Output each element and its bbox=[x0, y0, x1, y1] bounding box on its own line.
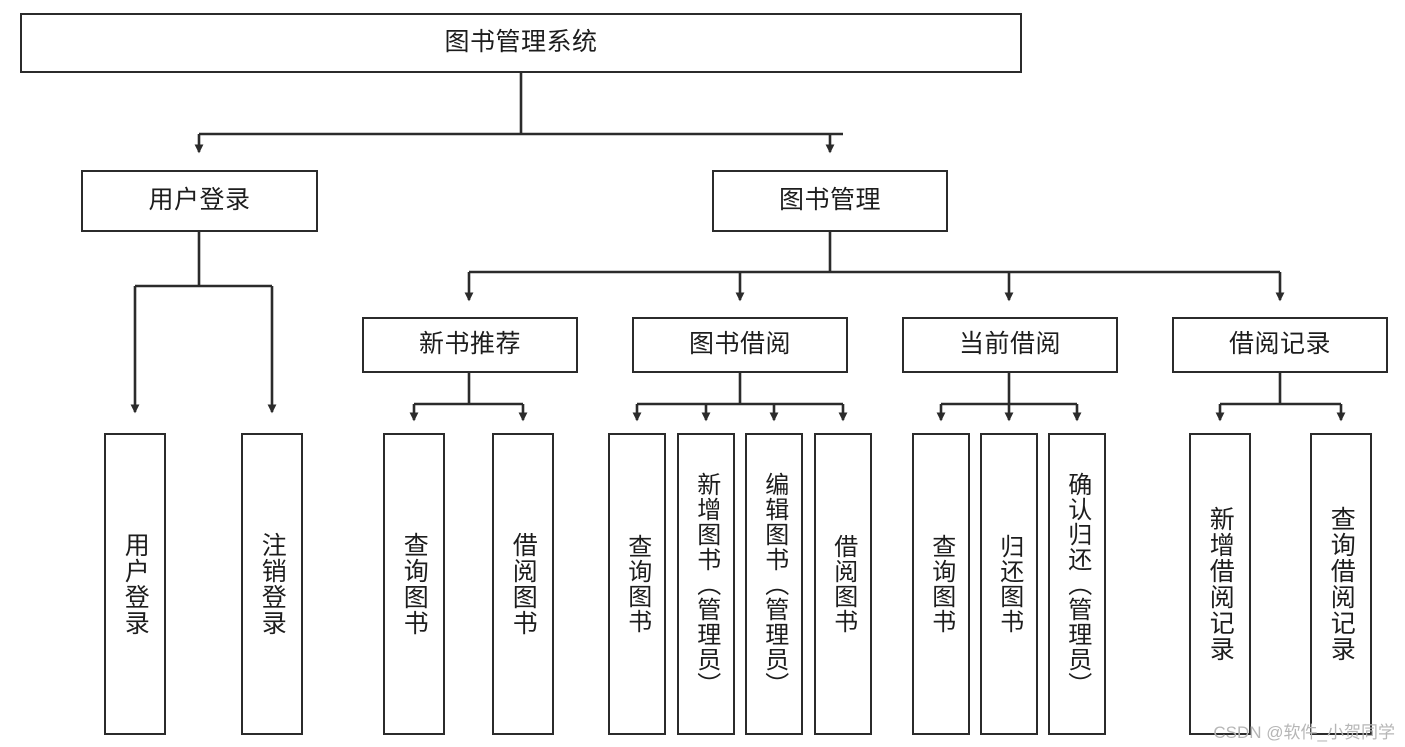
node-leaf-add-book-admin-label: 新增图书（管理员） bbox=[692, 471, 720, 697]
node-leaf-query-book-label: 查询图书 bbox=[623, 534, 651, 634]
node-leaf-confirm-return-admin-label: 确认归还（管理员） bbox=[1063, 471, 1091, 697]
node-leaf-query-borrow-record[interactable]: 查询借阅记录 bbox=[1310, 433, 1372, 735]
node-leaf-edit-book-admin-label: 编辑图书（管理员） bbox=[760, 471, 788, 697]
node-leaf-edit-book-admin[interactable]: 编辑图书（管理员） bbox=[745, 433, 803, 735]
node-user-login-label: 用户登录 bbox=[148, 186, 251, 215]
node-current-borrow[interactable]: 当前借阅 bbox=[902, 317, 1118, 373]
node-leaf-user-login-label: 用户登录 bbox=[121, 532, 150, 636]
node-leaf-add-borrow-record[interactable]: 新增借阅记录 bbox=[1189, 433, 1251, 735]
node-leaf-confirm-return-admin[interactable]: 确认归还（管理员） bbox=[1048, 433, 1106, 735]
node-leaf-return-book-label: 归还图书 bbox=[995, 534, 1023, 634]
node-leaf-user-login[interactable]: 用户登录 bbox=[104, 433, 166, 735]
node-root-system-label: 图书管理系统 bbox=[444, 28, 598, 57]
node-leaf-borrow-book-recommend[interactable]: 借阅图书 bbox=[492, 433, 554, 735]
node-leaf-query-book[interactable]: 查询图书 bbox=[608, 433, 666, 735]
node-new-book-recommend[interactable]: 新书推荐 bbox=[362, 317, 578, 373]
node-leaf-borrow-book[interactable]: 借阅图书 bbox=[814, 433, 872, 735]
node-book-management-label: 图书管理 bbox=[778, 186, 881, 215]
node-leaf-logout-label: 注销登录 bbox=[258, 532, 287, 636]
node-leaf-borrow-book-label: 借阅图书 bbox=[829, 534, 857, 634]
node-book-borrow-label: 图书借阅 bbox=[688, 330, 791, 359]
node-borrow-records[interactable]: 借阅记录 bbox=[1172, 317, 1388, 373]
node-leaf-query-book-recommend-label: 查询图书 bbox=[400, 532, 429, 636]
node-leaf-query-book-current[interactable]: 查询图书 bbox=[912, 433, 970, 735]
node-book-borrow[interactable]: 图书借阅 bbox=[632, 317, 848, 373]
node-new-book-recommend-label: 新书推荐 bbox=[418, 330, 521, 359]
node-leaf-query-book-recommend[interactable]: 查询图书 bbox=[383, 433, 445, 735]
csdn-watermark: CSDN @软件_小贺同学 bbox=[1213, 723, 1395, 742]
node-current-borrow-label: 当前借阅 bbox=[958, 330, 1061, 359]
node-borrow-records-label: 借阅记录 bbox=[1228, 330, 1331, 359]
node-book-management[interactable]: 图书管理 bbox=[712, 170, 948, 232]
node-leaf-logout[interactable]: 注销登录 bbox=[241, 433, 303, 735]
node-user-login[interactable]: 用户登录 bbox=[81, 170, 318, 232]
node-leaf-query-borrow-record-label: 查询借阅记录 bbox=[1327, 506, 1356, 662]
node-leaf-return-book[interactable]: 归还图书 bbox=[980, 433, 1038, 735]
node-leaf-query-book-current-label: 查询图书 bbox=[927, 534, 955, 634]
node-leaf-add-borrow-record-label: 新增借阅记录 bbox=[1206, 506, 1235, 662]
node-leaf-borrow-book-recommend-label: 借阅图书 bbox=[509, 532, 538, 636]
node-root-system[interactable]: 图书管理系统 bbox=[20, 13, 1022, 73]
node-leaf-add-book-admin[interactable]: 新增图书（管理员） bbox=[677, 433, 735, 735]
